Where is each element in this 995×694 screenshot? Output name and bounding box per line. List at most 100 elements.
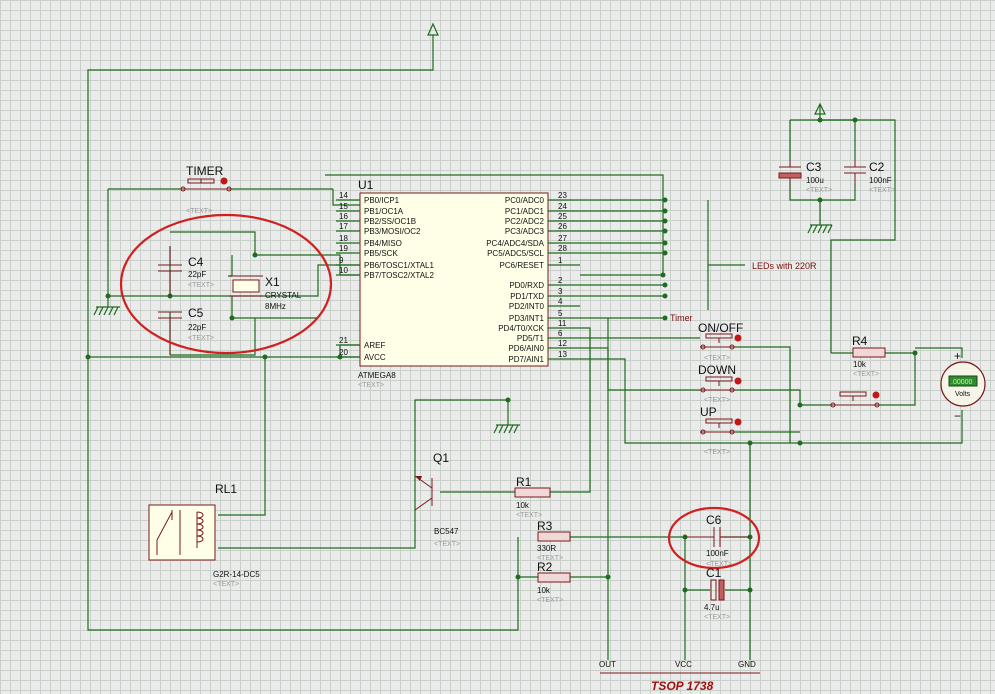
u1-pin-name: PB1/OC1A — [364, 207, 404, 216]
u1-pin-name: PD0/RXD — [509, 281, 544, 290]
x1-crystal[interactable]: X1 CRYSTAL 8MHz — [229, 275, 302, 311]
u1-pin-number: 13 — [558, 350, 567, 359]
power-terminal-c3c2 — [814, 102, 826, 115]
c1-ref: C1 — [706, 566, 722, 580]
rl1-relay[interactable]: RL1 G2R-14-DC5 <TEXT> — [148, 482, 260, 588]
c6-capacitor[interactable]: C6 100nF <TEXT> — [685, 513, 750, 568]
r4-resistor[interactable]: R4 10k <TEXT> — [852, 334, 886, 378]
u1-atmega8[interactable]: U1 ATMEGA8 <TEXT> 14PB0/ICP115PB1/OC1A16… — [336, 178, 580, 389]
ground-symbol-c3c2 — [807, 224, 833, 234]
u1-pin-name: PC5/ADC5/SCL — [487, 249, 544, 258]
u1-pin-name: PD4/T0/XCK — [498, 324, 544, 333]
u1-pin-name: PC0/ADC0 — [505, 196, 545, 205]
c4-value: 22pF — [188, 270, 206, 279]
u1-pin-number: 5 — [558, 309, 563, 318]
up-button[interactable]: UP <TEXT> — [700, 405, 742, 456]
c2-capacitor[interactable]: C2 100nF <TEXT> — [844, 160, 895, 194]
u1-pin-name: PC6/RESET — [500, 261, 545, 270]
u1-left-pins: 14PB0/ICP115PB1/OC1A16PB2/SS/OC1B17PB3/M… — [336, 191, 435, 362]
u1-pin-number: 25 — [558, 212, 567, 221]
down-button[interactable]: DOWN <TEXT> — [698, 363, 742, 404]
u1-pin-number: 10 — [339, 266, 348, 275]
u1-pin-number: 20 — [339, 348, 348, 357]
u1-pin-number: 18 — [339, 234, 348, 243]
u1-pin-number: 12 — [558, 339, 567, 348]
r3-ref: R3 — [537, 519, 553, 533]
u1-pin-name: PB0/ICP1 — [364, 196, 400, 205]
u1-pin-number: 9 — [339, 256, 344, 265]
u1-pin-number: 14 — [339, 191, 348, 200]
voltmeter-plus: + — [954, 349, 961, 363]
c3-text: <TEXT> — [806, 187, 832, 194]
c2-value: 100nF — [869, 176, 892, 185]
u1-pin-number: 23 — [558, 191, 567, 200]
c3-value: 100u — [806, 176, 824, 185]
timer-text: <TEXT> — [186, 208, 212, 215]
c4-capacitor[interactable]: C4 22pF <TEXT> — [158, 246, 214, 296]
c1-value: 4.7u — [704, 603, 720, 612]
unlabeled-button[interactable] — [830, 391, 880, 408]
c5-capacitor[interactable]: C5 22pF <TEXT> — [158, 306, 214, 355]
tsop-1738-connector[interactable]: OUT VCC GND TSOP 1738 — [599, 660, 760, 693]
r3-resistor[interactable]: R3 330R <TEXT> — [537, 519, 571, 562]
q1-text: <TEXT> — [434, 541, 460, 548]
u1-pin-name: PD6/AIN0 — [508, 344, 544, 353]
timer-button[interactable]: TIMER <TEXT> — [180, 164, 232, 215]
u1-pin-number: 21 — [339, 336, 348, 345]
c5-text: <TEXT> — [188, 335, 214, 342]
u1-right-pins: 23PC0/ADC024PC1/ADC125PC2/ADC226PC3/ADC3… — [486, 191, 580, 364]
u1-pin-number: 17 — [339, 222, 348, 231]
voltmeter[interactable]: + − .00000 Volts — [940, 349, 986, 423]
u1-pin-number: 15 — [339, 202, 348, 211]
onoff-ref: ON/OFF — [698, 321, 743, 335]
onoff-indicator-icon — [734, 334, 742, 342]
c4-text: <TEXT> — [188, 282, 214, 289]
onoff-button[interactable]: ON/OFF <TEXT> — [698, 321, 743, 362]
u1-pin-number: 27 — [558, 234, 567, 243]
down-indicator-icon — [734, 377, 742, 385]
c3-capacitor[interactable]: C3 100u <TEXT> — [778, 160, 832, 194]
r1-resistor[interactable]: R1 10k <TEXT> — [514, 475, 551, 519]
u1-pin-number: 3 — [558, 287, 563, 296]
u1-pin-name: PD7/AIN1 — [508, 355, 544, 364]
tsop-out-label: OUT — [599, 660, 616, 669]
r3-value: 330R — [537, 544, 556, 553]
c1-capacitor[interactable]: C1 4.7u <TEXT> — [704, 566, 730, 621]
q1-transistor[interactable]: Q1 BC547 <TEXT> — [414, 451, 460, 548]
u1-pin-number: 4 — [558, 297, 563, 306]
x1-value: CRYSTAL — [265, 291, 302, 300]
junctions — [85, 117, 918, 593]
crystal-highlight-ellipse — [119, 213, 333, 355]
ground-symbol-left — [93, 296, 120, 316]
u1-pin-name: PC4/ADC4/SDA — [486, 239, 544, 248]
rl1-ref: RL1 — [215, 482, 237, 496]
r2-resistor[interactable]: R2 10k <TEXT> — [537, 560, 571, 604]
leds-net-label: LEDs with 220R — [752, 261, 817, 271]
